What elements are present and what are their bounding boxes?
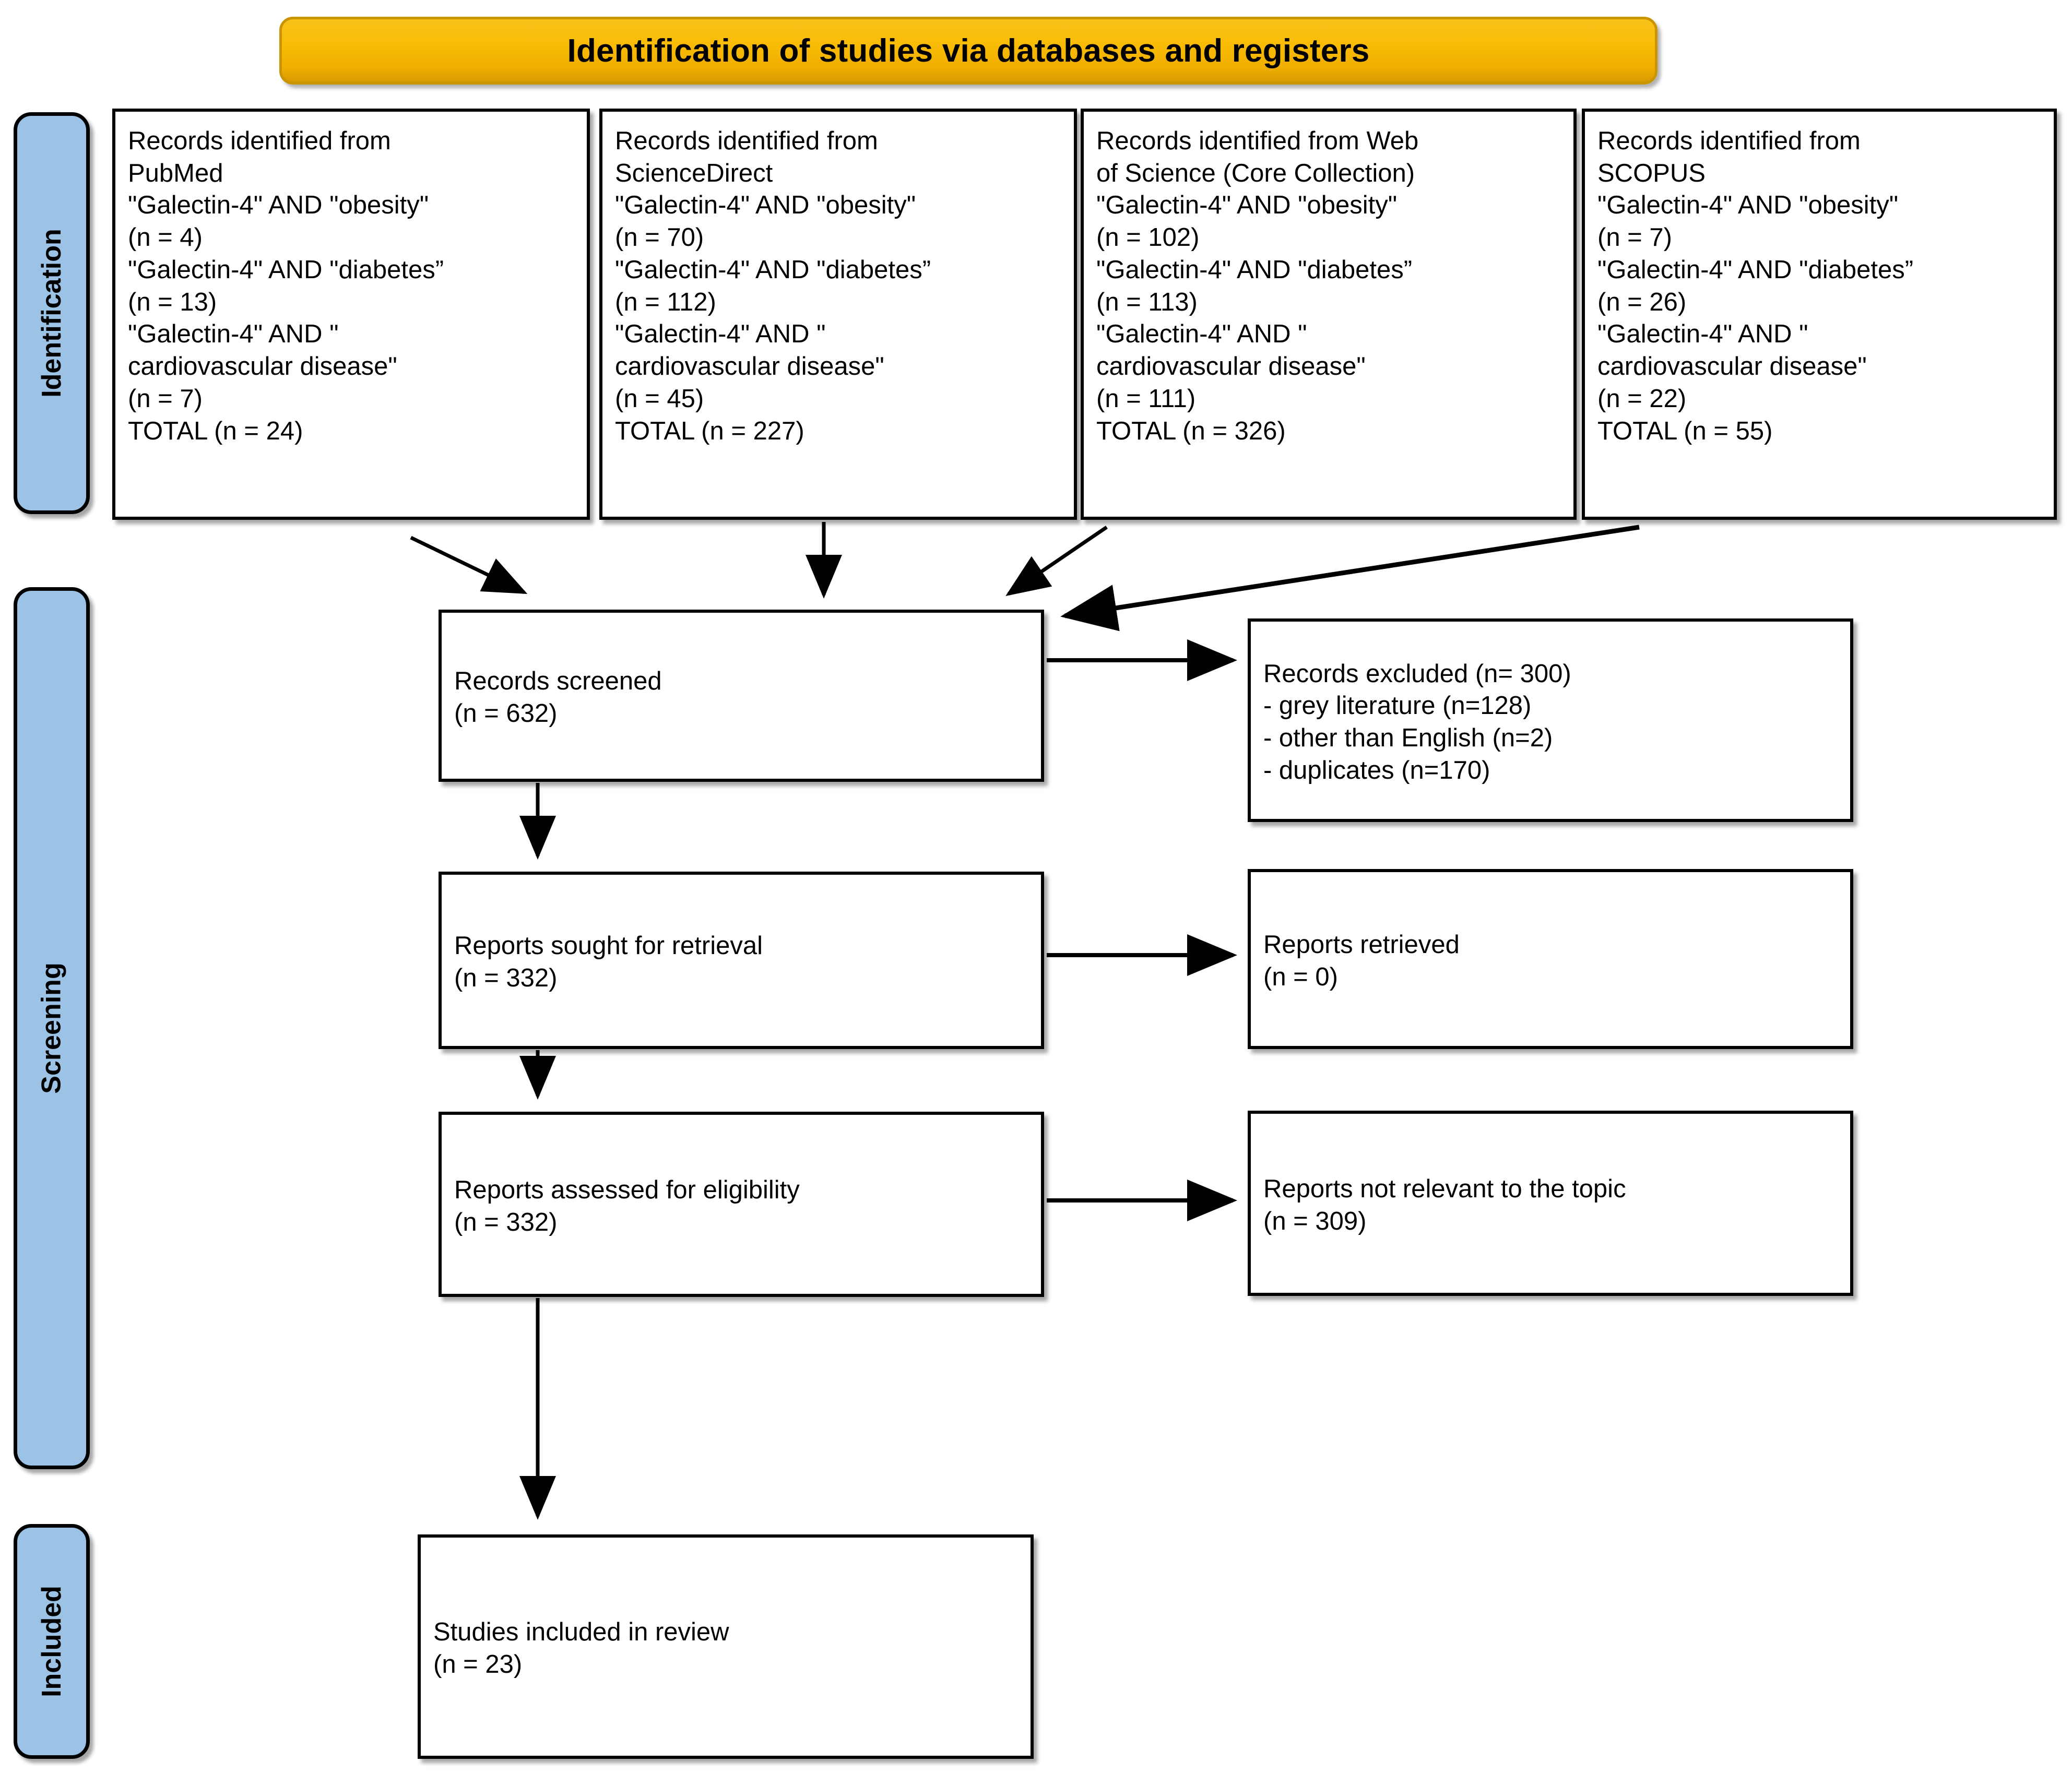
box-records-excluded-text: Records excluded (n= 300) - grey literat… bbox=[1263, 659, 1571, 784]
arrow-web-of-science-to-screened bbox=[1005, 526, 1108, 596]
box-reports-not-relevant: Reports not relevant to the topic (n = 3… bbox=[1248, 1111, 1853, 1296]
source-box-sciencedirect-text: Records identified from ScienceDirect "G… bbox=[615, 127, 931, 445]
stage-label-identification: Identification bbox=[14, 112, 90, 514]
box-records-screened-text: Records screened (n = 632) bbox=[454, 667, 662, 728]
box-reports-retrieved: Reports retrieved (n = 0) bbox=[1248, 869, 1853, 1049]
stage-label-identification-text: Identification bbox=[37, 229, 67, 398]
box-records-excluded: Records excluded (n= 300) - grey literat… bbox=[1248, 618, 1853, 822]
source-box-sciencedirect: Records identified from ScienceDirect "G… bbox=[599, 109, 1077, 520]
source-box-pubmed: Records identified from PubMed "Galectin… bbox=[112, 109, 590, 520]
source-box-web-of-science-text: Records identified from Web of Science (… bbox=[1096, 127, 1419, 445]
stage-label-included-text: Included bbox=[37, 1586, 67, 1697]
box-reports-sought-for-retrieval: Reports sought for retrieval (n = 332) bbox=[439, 872, 1044, 1049]
box-reports-assessed-for-eligibility-text: Reports assessed for eligibility (n = 33… bbox=[454, 1175, 800, 1236]
source-box-scopus: Records identified from SCOPUS "Galectin… bbox=[1582, 109, 2057, 520]
box-studies-included-in-review: Studies included in review (n = 23) bbox=[418, 1534, 1034, 1759]
diagram-title-banner: Identification of studies via databases … bbox=[279, 17, 1657, 85]
stage-label-screening: Screening bbox=[14, 587, 90, 1469]
box-records-screened: Records screened (n = 632) bbox=[439, 610, 1044, 782]
box-studies-included-in-review-text: Studies included in review (n = 23) bbox=[433, 1618, 729, 1678]
box-reports-assessed-for-eligibility: Reports assessed for eligibility (n = 33… bbox=[439, 1112, 1044, 1297]
page-title: Identification of studies via databases … bbox=[567, 32, 1370, 69]
source-box-pubmed-text: Records identified from PubMed "Galectin… bbox=[128, 127, 444, 445]
stage-label-screening-text: Screening bbox=[37, 962, 67, 1094]
arrow-pubmed-to-screened bbox=[410, 535, 528, 594]
source-box-scopus-text: Records identified from SCOPUS "Galectin… bbox=[1597, 127, 1914, 445]
stage-label-included: Included bbox=[14, 1524, 90, 1759]
box-reports-sought-for-retrieval-text: Reports sought for retrieval (n = 332) bbox=[454, 932, 763, 992]
box-reports-retrieved-text: Reports retrieved (n = 0) bbox=[1263, 930, 1460, 991]
arrow-scopus-to-screened bbox=[1060, 525, 1640, 632]
source-box-web-of-science: Records identified from Web of Science (… bbox=[1081, 109, 1577, 520]
box-reports-not-relevant-text: Reports not relevant to the topic (n = 3… bbox=[1263, 1174, 1626, 1235]
